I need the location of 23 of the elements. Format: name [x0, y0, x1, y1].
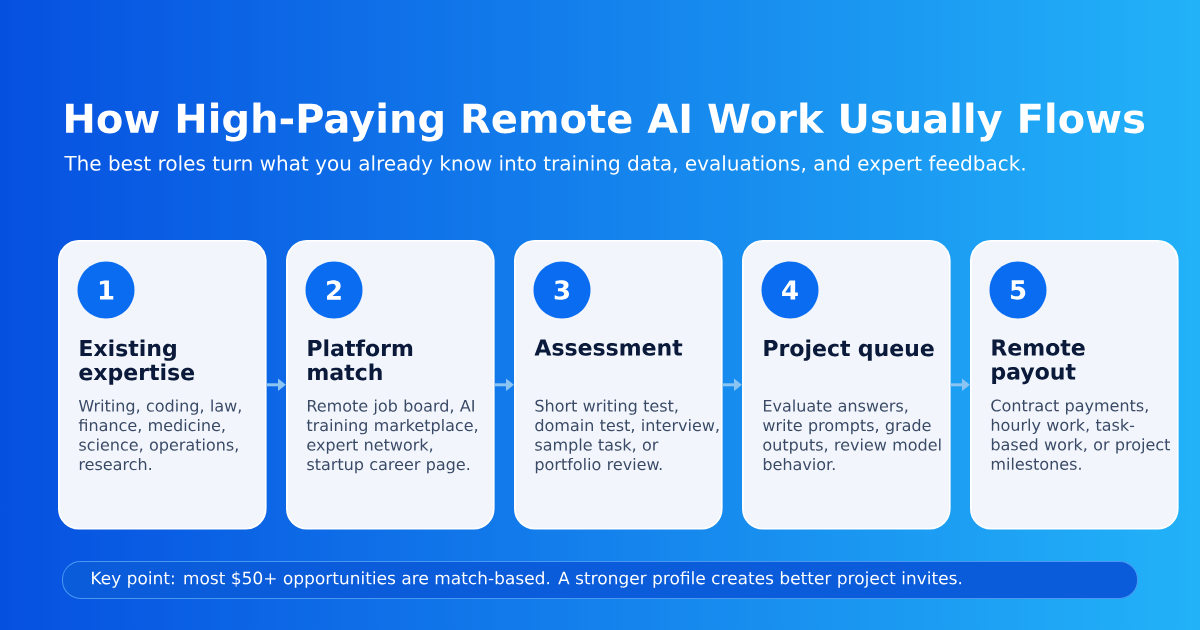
number-badge: 1 — [77, 261, 135, 319]
step-card — [58, 240, 267, 530]
step-heading: Assessment — [534, 339, 683, 356]
step-card — [970, 240, 1179, 530]
number-badge: 5 — [989, 261, 1047, 319]
key-point-banner: Key point: most $50+ opportunities are match-based. A stronger profile creates better project invites. — [62, 561, 1138, 599]
step-description: Evaluate answers, write prompts, grade outputs, review model behavior. — [763, 399, 941, 471]
step-heading: Project queue — [764, 339, 934, 361]
step-heading: Existing expertise — [79, 339, 195, 385]
number-badge: 3 — [533, 261, 591, 319]
number-badge: 2 — [305, 261, 363, 319]
step-description: Short writing test, domain test, interview, sample task, or portfolio review. — [535, 399, 719, 474]
subtitle: The best roles turn what you already know into training data, evaluations, and expert feedback. — [64, 155, 1025, 175]
step-description: Writing, coding, law, finance, medicine, science, operations, research. — [78, 399, 241, 471]
step-heading: Remote payout — [992, 339, 1085, 385]
step-description: Contract payments, hourly work, task-based work, or project milestones. — [991, 399, 1171, 470]
step-description: Remote job board, AI training marketplace, expert network, startup career page. — [306, 399, 478, 474]
title: How High-Paying Remote AI Work Usually Flows — [66, 102, 1145, 142]
step-card — [742, 240, 951, 530]
step-card — [286, 240, 495, 530]
number-badge: 4 — [761, 261, 819, 319]
step-heading: Platform match — [308, 339, 413, 381]
step-card — [514, 240, 723, 530]
